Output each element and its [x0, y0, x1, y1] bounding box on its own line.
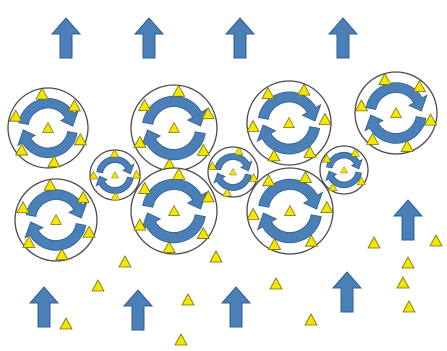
cycle-circle-large — [15, 179, 97, 261]
triangle-icon — [397, 277, 409, 288]
cycle-circle-large — [247, 81, 331, 165]
up-arrow-icon — [222, 287, 250, 327]
cycle-circle-large — [8, 88, 88, 168]
triangle-icon — [368, 237, 380, 248]
triangle-icon — [175, 334, 187, 345]
up-arrow-icon — [52, 18, 80, 58]
up-arrow-icon — [329, 18, 357, 58]
up-arrow-icon — [394, 200, 422, 240]
cycle-circle-small — [320, 146, 368, 194]
cycle-circle-large — [131, 168, 217, 254]
cycle-circle-small — [208, 147, 258, 197]
triangle-icon — [270, 278, 282, 289]
triangle-icon — [402, 257, 414, 268]
cycle-circle-small — [89, 149, 140, 200]
triangle-icon — [119, 256, 131, 267]
triangle-icon — [92, 280, 104, 291]
cycles-layer — [8, 72, 437, 261]
up-arrow-icon — [135, 18, 163, 58]
cycle-circle-large — [247, 168, 333, 254]
cycle-circle-large — [355, 72, 437, 154]
up-arrow-icon — [30, 287, 58, 327]
particles-layer — [60, 235, 442, 345]
up-arrow-icon — [226, 18, 254, 58]
triangle-icon — [305, 314, 317, 325]
triangle-icon — [182, 294, 194, 305]
triangle-icon — [403, 301, 415, 312]
up-arrow-icon — [333, 272, 361, 312]
up-arrow-icon — [124, 290, 152, 330]
cycle-circle-large — [131, 85, 217, 171]
triangle-icon — [430, 235, 442, 246]
triangle-icon — [60, 318, 72, 329]
triangle-icon — [210, 251, 222, 262]
